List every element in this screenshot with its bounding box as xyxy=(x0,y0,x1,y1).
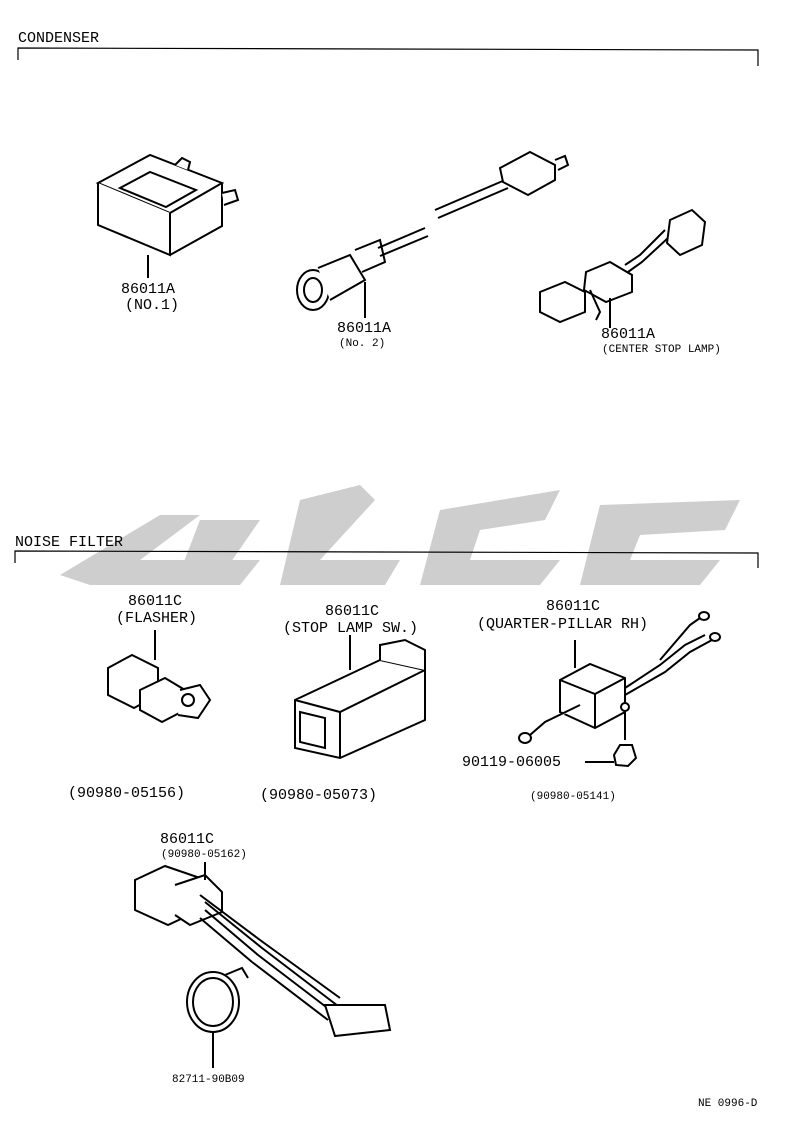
watermark-logo xyxy=(60,485,740,585)
flasher-code: (90980-05156) xyxy=(68,785,186,802)
quarter-pillar-bolt: 90119-06005 xyxy=(462,754,562,771)
stop-lamp-number: 86011C xyxy=(325,603,380,620)
noise-filter-frame xyxy=(14,550,759,568)
harness-code: (90980-05162) xyxy=(161,849,247,861)
section-title-condenser: CONDENSER xyxy=(18,30,100,47)
quarter-pillar-number: 86011C xyxy=(546,598,601,615)
stop-lamp-note: (STOP LAMP SW.) xyxy=(283,620,419,637)
quarter-pillar-code: (90980-05141) xyxy=(530,791,616,803)
section-title-noise-filter: NOISE FILTER xyxy=(15,534,124,551)
stop-lamp-code: (90980-05073) xyxy=(260,787,378,804)
flasher-note: (FLASHER) xyxy=(116,610,198,627)
flasher-drawing xyxy=(107,630,212,724)
condenser-no2-note: (No. 2) xyxy=(339,338,386,350)
center-stop-lamp-note: (CENTER STOP LAMP) xyxy=(602,344,721,356)
harness-drawing xyxy=(134,862,392,1068)
quarter-pillar-filter-drawing xyxy=(518,611,721,768)
condenser-no1-note: (NO.1) xyxy=(125,297,180,314)
center-stop-lamp-drawing xyxy=(539,208,707,328)
condenser-no1-number: 86011A xyxy=(121,281,176,298)
footer-ref: NE 0996-D xyxy=(698,1098,758,1110)
condenser-no2-drawing xyxy=(296,150,570,318)
clamp-number: 82711-90B09 xyxy=(172,1074,245,1086)
stop-lamp-switch-drawing xyxy=(294,635,426,760)
condenser-frame xyxy=(17,47,759,66)
center-stop-lamp-number: 86011A xyxy=(601,326,656,343)
quarter-pillar-note: (QUARTER-PILLAR RH) xyxy=(477,616,649,633)
harness-number: 86011C xyxy=(160,831,215,848)
flasher-number: 86011C xyxy=(128,593,183,610)
condenser-no1-drawing xyxy=(95,153,240,278)
condenser-no2-number: 86011A xyxy=(337,320,392,337)
